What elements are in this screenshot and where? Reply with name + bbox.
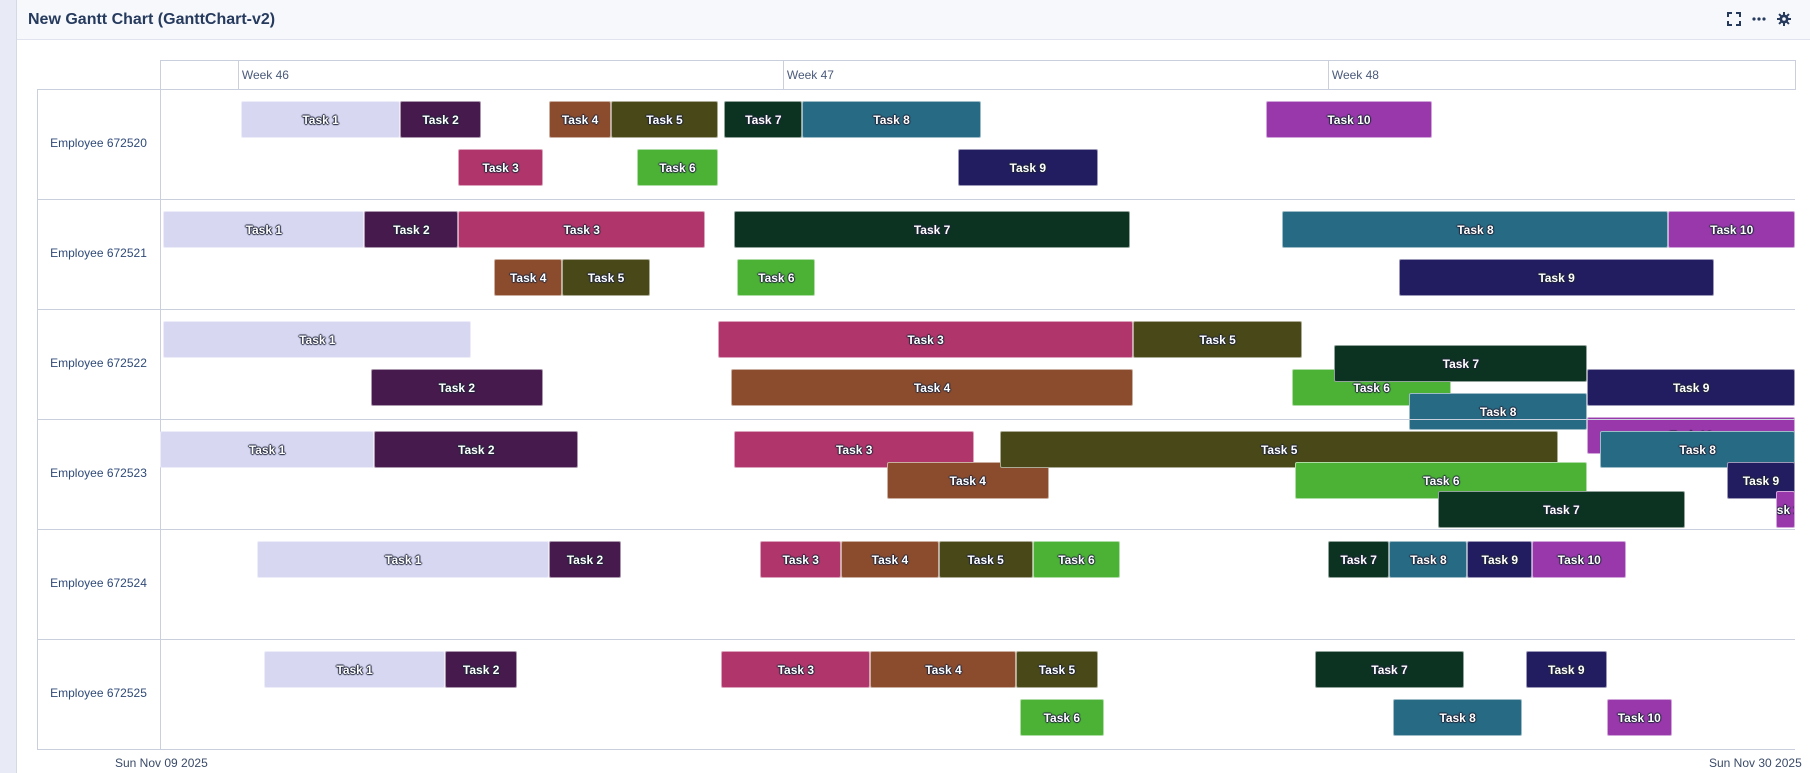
task-bar[interactable]: Task 3 xyxy=(721,651,871,688)
week-label: Week 46 xyxy=(241,68,289,82)
task-bar[interactable]: Task 2 xyxy=(364,211,459,248)
week-label: Week 47 xyxy=(786,68,834,82)
task-bar[interactable]: Task 5 xyxy=(1000,431,1559,468)
task-bar[interactable]: Task 4 xyxy=(549,101,611,138)
week-header-cell xyxy=(782,60,1328,90)
row-divider xyxy=(37,639,1795,640)
task-bar[interactable]: Task 10 xyxy=(1775,491,1795,528)
header-right-border xyxy=(1795,60,1796,90)
task-bar[interactable]: Task 3 xyxy=(760,541,842,578)
task-bar[interactable]: Task 8 xyxy=(1282,211,1669,248)
task-bar[interactable]: Task 3 xyxy=(458,149,543,186)
task-bar[interactable]: Task 10 xyxy=(1606,699,1672,736)
task-bar[interactable]: Task 4 xyxy=(870,651,1017,688)
task-bar[interactable]: Task 10 xyxy=(1266,101,1432,138)
row-divider xyxy=(37,419,1795,420)
task-bar[interactable]: Task 6 xyxy=(1019,699,1105,736)
resource-label: Employee 672522 xyxy=(50,356,147,370)
task-bar[interactable]: Task 7 xyxy=(724,101,803,138)
task-bar[interactable]: Task 3 xyxy=(458,211,705,248)
task-bar[interactable]: Task 5 xyxy=(1133,321,1302,358)
week-header-cell xyxy=(237,60,783,90)
task-bar[interactable]: Task 5 xyxy=(610,101,718,138)
task-bar[interactable]: Task 8 xyxy=(1389,541,1468,578)
task-bar[interactable]: Task 10 xyxy=(1532,541,1627,578)
task-bar[interactable]: Task 1 xyxy=(257,541,550,578)
resource-label: Employee 672523 xyxy=(50,466,147,480)
task-bar[interactable]: Task 6 xyxy=(737,259,816,296)
task-bar[interactable]: Task 2 xyxy=(370,369,543,406)
task-bar[interactable]: Task 3 xyxy=(734,431,975,468)
task-bar[interactable]: Task 7 xyxy=(1334,345,1588,382)
task-bar[interactable]: Task 2 xyxy=(445,651,517,688)
task-bar[interactable]: Task 2 xyxy=(374,431,579,468)
task-bar[interactable]: Task 4 xyxy=(494,259,563,296)
week-header-cell xyxy=(160,60,238,90)
resource-label: Employee 672524 xyxy=(50,576,147,590)
settings-icon[interactable] xyxy=(1775,10,1793,28)
panel-title: New Gantt Chart (GanttChart-v2) xyxy=(28,11,276,28)
task-bar[interactable]: Task 4 xyxy=(886,462,1049,500)
task-bar[interactable]: Task 6 xyxy=(636,149,718,186)
task-bar[interactable]: Task 1 xyxy=(263,651,446,688)
task-bar[interactable]: Task 7 xyxy=(1438,491,1685,528)
task-bar[interactable]: Task 5 xyxy=(1016,651,1098,688)
row-divider xyxy=(37,749,1795,750)
task-bar[interactable]: Task 8 xyxy=(802,101,981,138)
timeline-start-line xyxy=(160,60,161,749)
row-divider xyxy=(37,89,1795,90)
task-bar[interactable]: Task 9 xyxy=(958,149,1098,186)
task-bar[interactable]: Task 9 xyxy=(1726,462,1795,500)
task-bar[interactable]: Task 8 xyxy=(1600,431,1795,468)
task-bar[interactable]: Task 1 xyxy=(160,431,375,468)
task-bar[interactable]: Task 3 xyxy=(717,321,1134,358)
task-bar[interactable]: Task 9 xyxy=(1587,369,1795,406)
task-bar[interactable]: Task 2 xyxy=(400,101,482,138)
more-options-icon[interactable] xyxy=(1750,10,1768,28)
task-bar[interactable]: Task 6 xyxy=(1032,541,1121,578)
resource-label: Employee 672521 xyxy=(50,246,147,260)
task-bar[interactable]: Task 5 xyxy=(562,259,650,296)
gantt-panel: New Gantt Chart (GanttChart-v2) xyxy=(16,0,1810,773)
task-bar[interactable]: Task 4 xyxy=(730,369,1134,406)
task-bar[interactable]: Task 8 xyxy=(1408,393,1588,430)
task-bar[interactable]: Task 1 xyxy=(163,321,472,358)
row-divider xyxy=(37,309,1795,310)
resource-label: Employee 672525 xyxy=(50,686,147,700)
task-bar[interactable]: Task 7 xyxy=(1327,541,1390,578)
task-bar[interactable]: Task 8 xyxy=(1392,699,1523,736)
task-bar[interactable]: Task 9 xyxy=(1467,541,1533,578)
row-divider xyxy=(37,529,1795,530)
row-divider xyxy=(37,199,1795,200)
week-header-cell xyxy=(1327,60,1795,90)
task-bar[interactable]: Task 2 xyxy=(549,541,621,578)
task-bar[interactable]: Task 4 xyxy=(841,541,939,578)
task-bar[interactable]: Task 9 xyxy=(1399,259,1714,296)
task-bar[interactable]: Task 10 xyxy=(1668,211,1795,248)
task-bar[interactable]: Task 9 xyxy=(1525,651,1607,688)
task-bar[interactable]: Task 7 xyxy=(734,211,1130,248)
resource-label: Employee 672520 xyxy=(50,136,147,150)
panel-header: New Gantt Chart (GanttChart-v2) xyxy=(17,0,1810,40)
task-bar[interactable]: Task 7 xyxy=(1314,651,1465,688)
fullscreen-icon[interactable] xyxy=(1725,10,1743,28)
timeline-end-date: Sun Nov 30 2025 xyxy=(1709,756,1802,770)
timeline-start-date: Sun Nov 09 2025 xyxy=(115,756,208,770)
task-bar[interactable]: Task 1 xyxy=(163,211,365,248)
week-label: Week 48 xyxy=(1331,68,1379,82)
task-bar[interactable]: Task 5 xyxy=(938,541,1033,578)
task-bar[interactable]: Task 1 xyxy=(241,101,401,138)
